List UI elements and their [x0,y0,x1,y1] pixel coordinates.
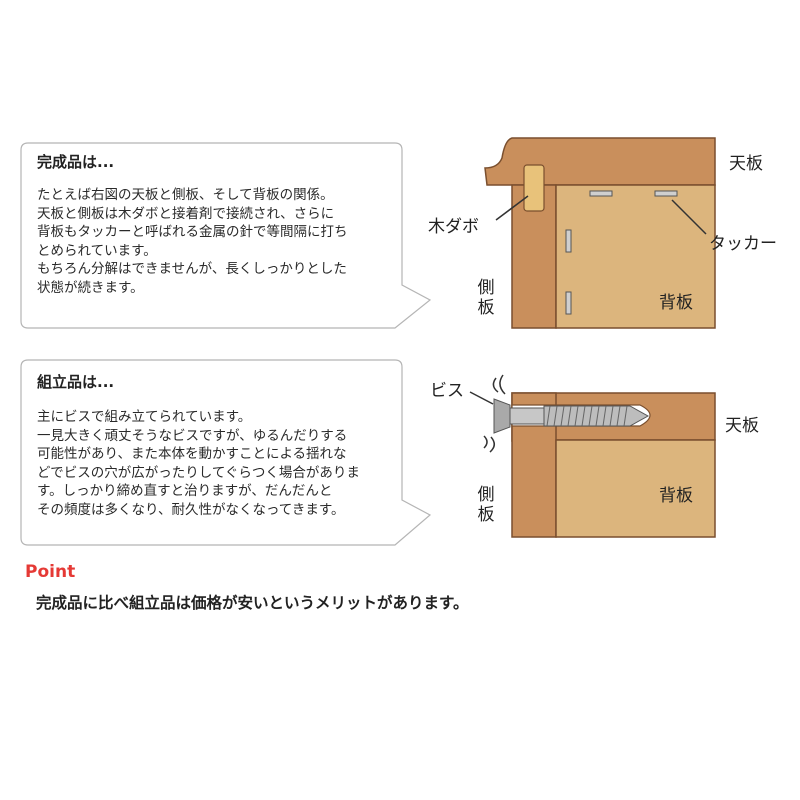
label-side-board-1: 側板 [477,278,495,318]
bubble-2-line: その頻度は多くなり、耐久性がなくなってきます。 [37,501,345,518]
point-text: 完成品に比べ組立品は価格が安いというメリットがあります。 [36,594,469,612]
bubble-1-body: たとえば右図の天板と側板、そして背板の関係。 天板と側板は木ダボと接着剤で接続さ… [37,186,348,297]
bubble-2-line: 可能性があり、また本体を動かすことによる揺れな [37,446,347,462]
bubble-1-line: 背板もタッカーと呼ばれる金属の針で等間隔に打ち [37,224,348,240]
point-label: Point [25,562,76,582]
label-back-board-2: 背板 [659,486,693,506]
back-board-shape [555,184,716,329]
wobble-mark-top [499,374,506,395]
label-top-board-1: 天板 [729,154,763,174]
label-back-board-1: 背板 [659,293,693,313]
wobble-mark-bottom [483,435,488,449]
bubble-1-title: 完成品は... [37,153,115,171]
label-screw: ビス [430,381,464,401]
bubble-2-shape [20,359,432,546]
dowel-leader [495,195,529,221]
bubble-1-line: 状態が続きます。 [37,279,144,296]
staple-shape [565,229,572,253]
wobble-mark-top [492,377,499,393]
staple-shape [565,291,572,315]
label-tacker: タッカー [709,234,777,254]
screw-leader [469,391,494,405]
bubble-1-line: たとえば右図の天板と側板、そして背板の関係。 [37,187,334,203]
bubble-1-line: とめられています。 [37,242,157,259]
bubble-1-shape [20,142,432,329]
label-top-board-2: 天板 [725,416,759,436]
bubble-2-line: 主にビスで組み立てられています。 [37,409,252,425]
dowel-shape [523,164,545,212]
label-side-board-2: 側板 [477,485,495,525]
label-dowel: 木ダボ [428,217,479,237]
bubble-2-line: 一見大きく頑丈そうなビスですが、ゆるんだりする [37,427,348,444]
bubble-1-line: 天板と側板は木ダボと接着剤で接続され、さらに [37,205,335,222]
tacker-leader [671,199,707,235]
bubble-2-line: どでビスの穴が広がったりしてぐらつく場合がありま [37,464,360,481]
screw-shank [509,407,545,425]
screw-head [493,398,511,434]
back-board-shape-2 [555,439,716,538]
bubble-1-line: もちろん分解はできませんが、長くしっかりとした [37,261,347,277]
staple-shape [654,190,678,197]
staple-shape [589,190,613,197]
screw-thread-lines [546,405,628,427]
bubble-2-line: す。しっかり締め直すと治りますが、だんだんと [37,483,333,499]
wobble-mark-bottom [489,436,495,453]
bubble-2-body: 主にビスで組み立てられています。 一見大きく頑丈そうなビスですが、ゆるんだりする… [37,408,360,519]
bubble-2-title: 組立品は... [37,373,115,391]
